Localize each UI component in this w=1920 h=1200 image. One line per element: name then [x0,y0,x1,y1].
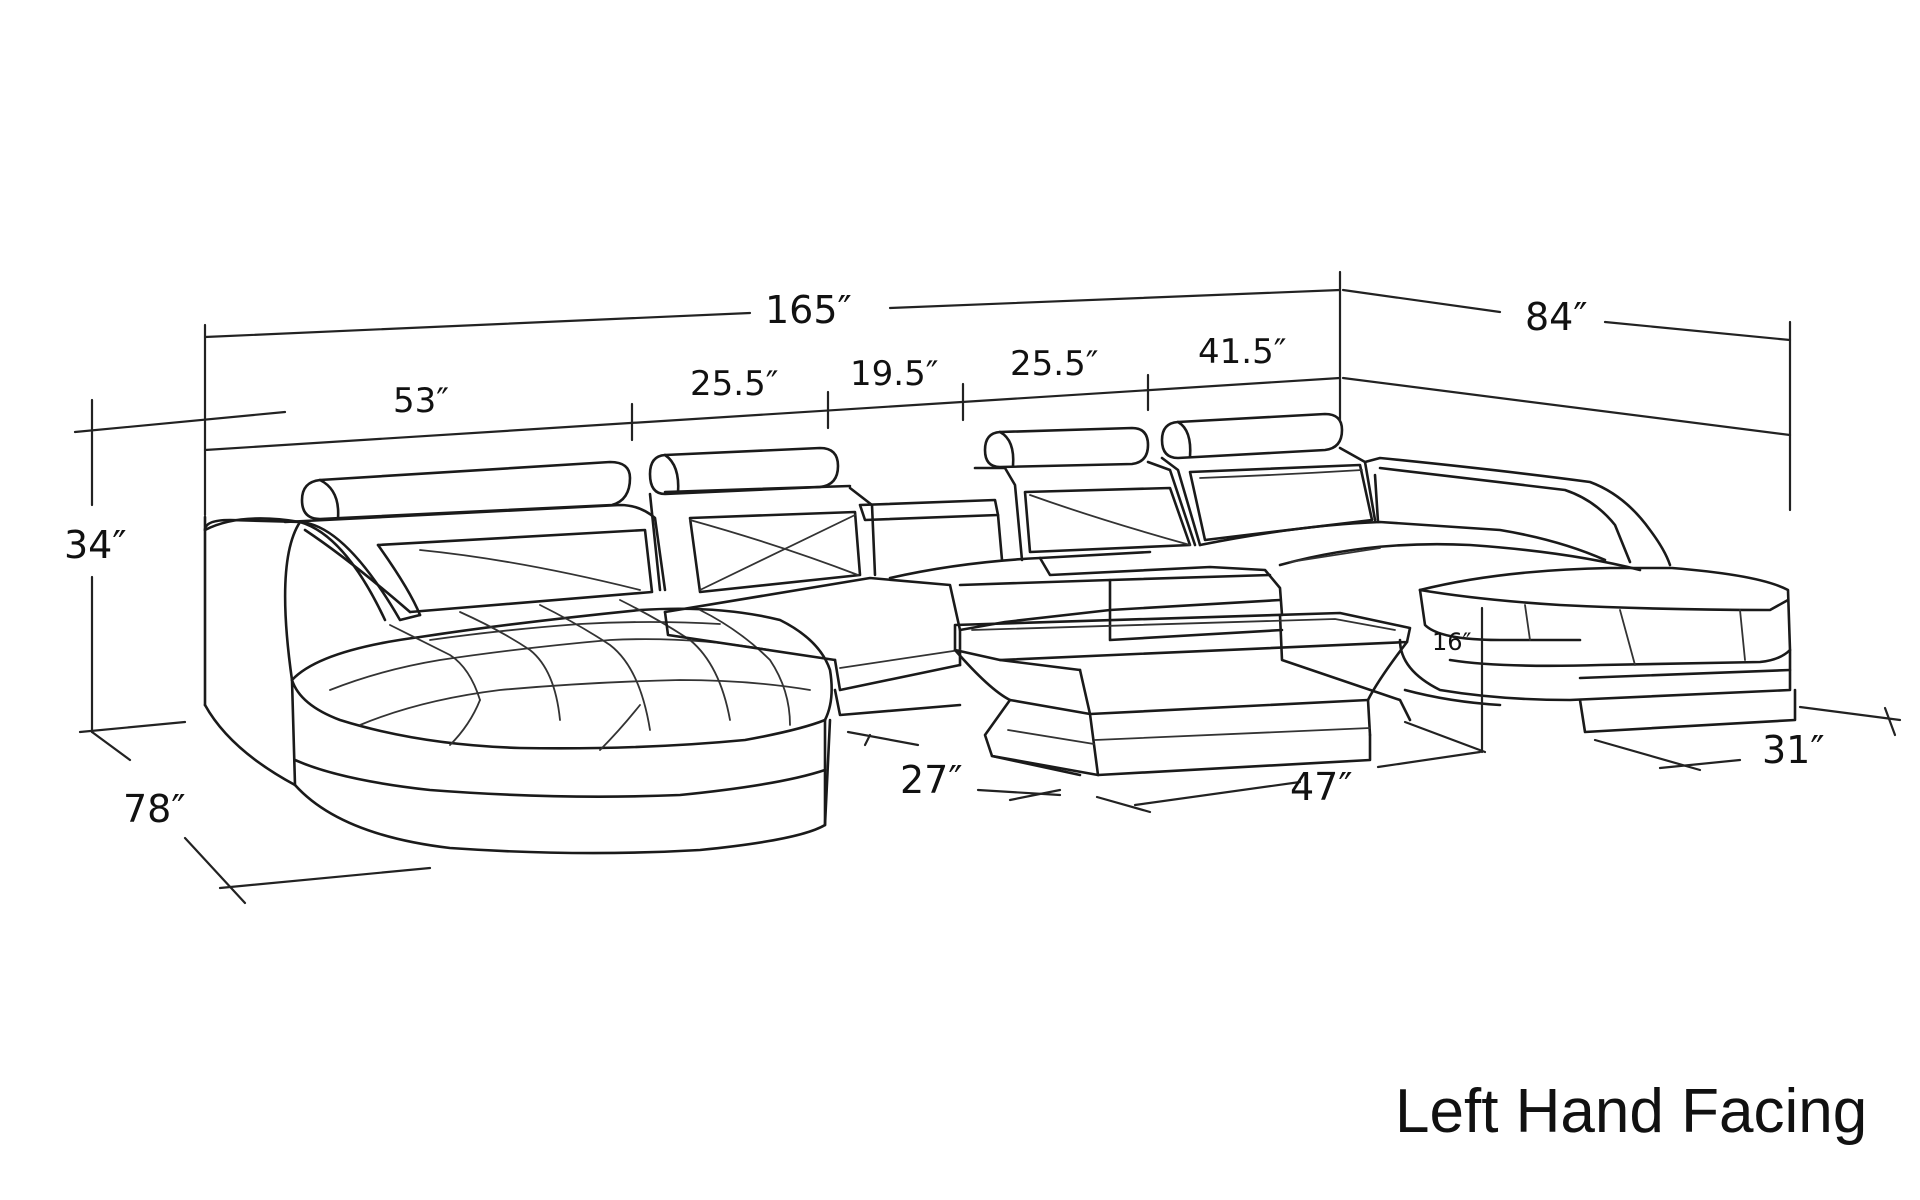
orientation-caption: Left Hand Facing [1395,1077,1868,1146]
dim-table-width: 47″ [1290,765,1353,809]
sofa-line-drawing [203,412,1797,855]
dim-chaise-right-width: 31″ [1762,728,1825,772]
dim-total-width: 165″ [765,288,852,332]
dim-left-depth: 78″ [123,787,186,831]
dim-height: 34″ [64,523,127,567]
dim-right-depth: 84″ [1525,295,1588,339]
dim-table-depth: 27″ [900,758,963,802]
dim-table-height: 16″ [1432,628,1472,656]
dim-seat-a: 25.5″ [690,364,778,404]
dim-corner: 41.5″ [1198,332,1286,372]
dim-seat-b: 25.5″ [1010,344,1098,384]
dimension-lines [73,270,1902,905]
dim-console: 19.5″ [850,354,938,394]
dim-chaise-width: 53″ [393,381,449,421]
